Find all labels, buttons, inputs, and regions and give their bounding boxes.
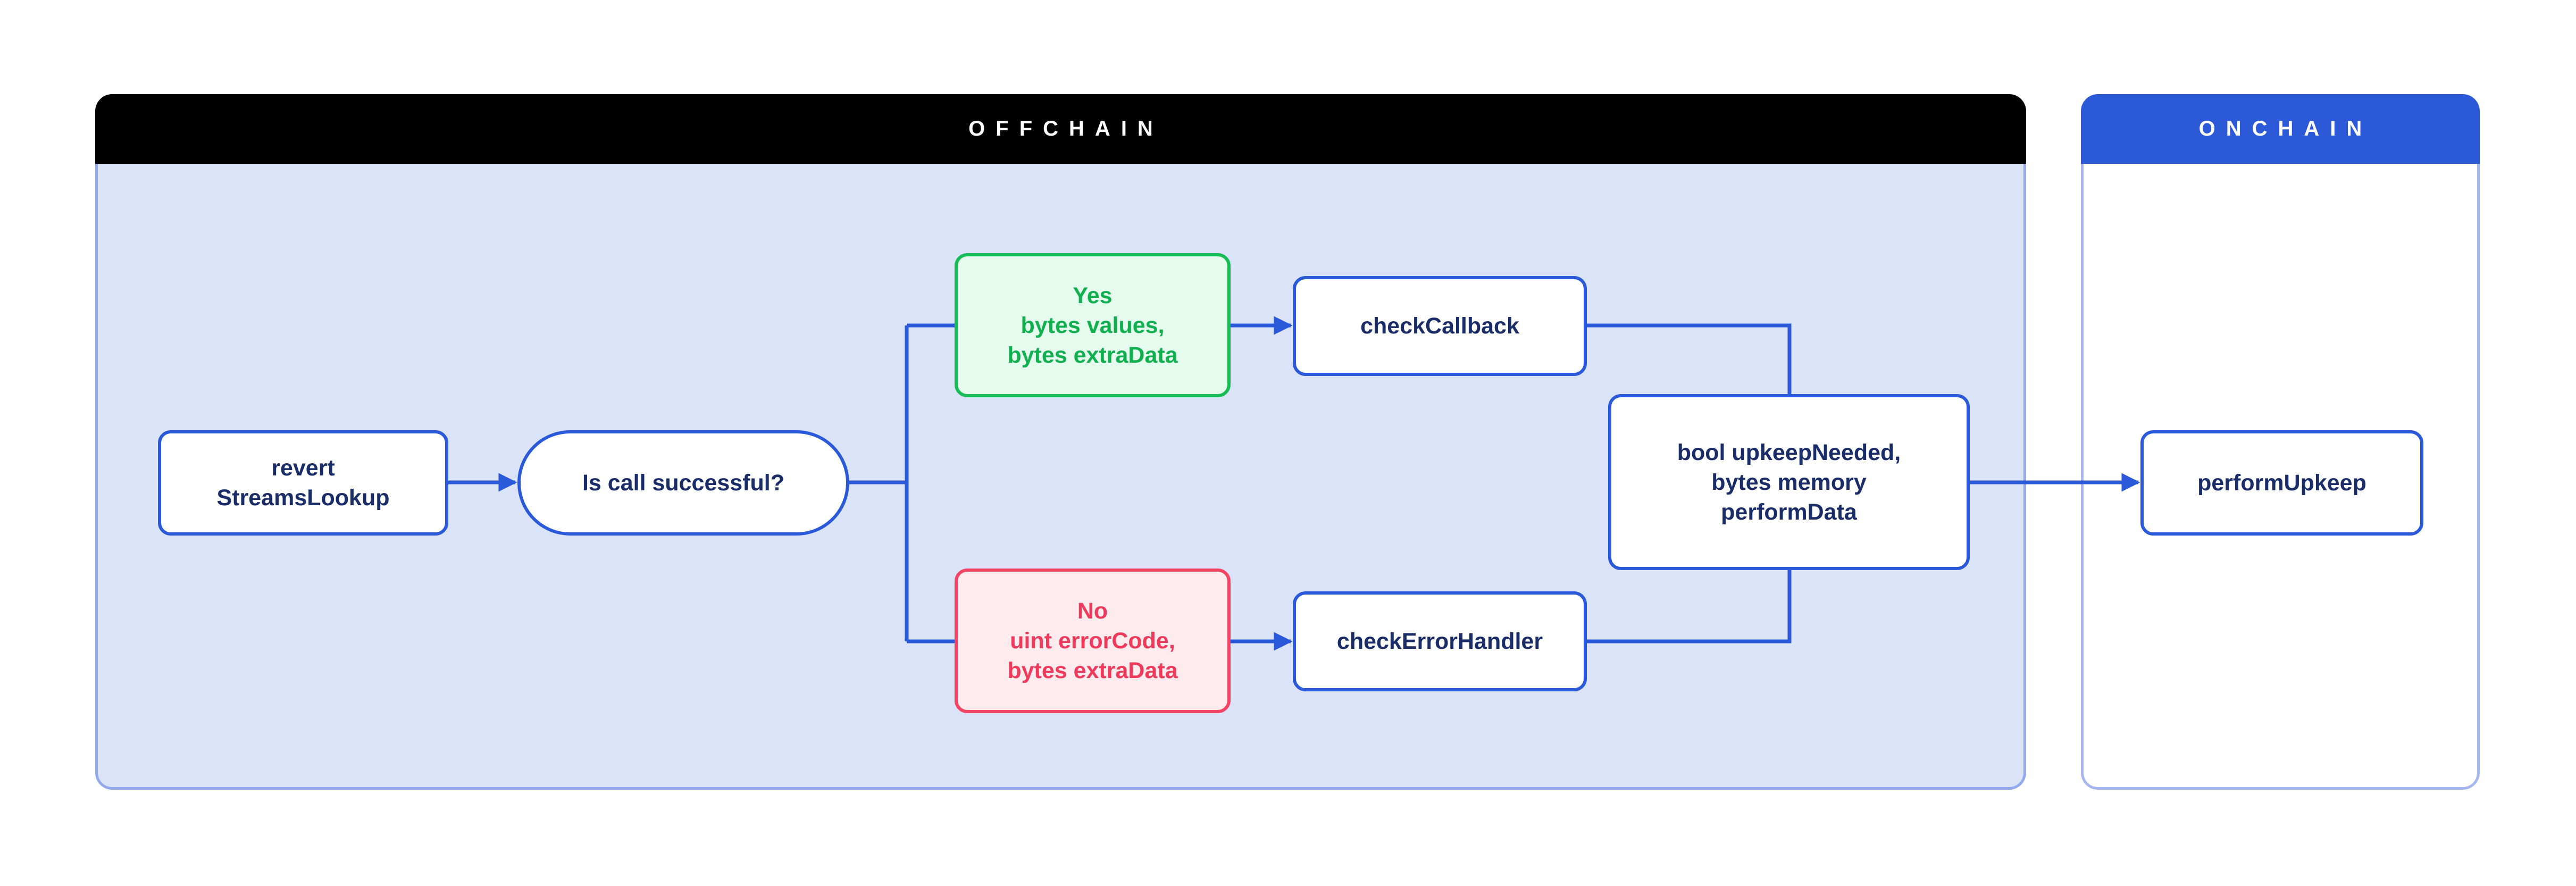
offchain-title: OFFCHAIN xyxy=(968,117,1164,140)
onchain-section-header: ONCHAIN xyxy=(2081,94,2480,164)
node-label-line: Yes xyxy=(1073,282,1113,308)
node-yes-branch: Yes bytes values, bytes extraData xyxy=(955,253,1231,397)
node-label-line: No xyxy=(1077,598,1108,624)
node-label-line: performUpkeep xyxy=(2197,470,2366,496)
node-label-line: bytes extraData xyxy=(1007,342,1178,368)
offchain-section-header: OFFCHAIN xyxy=(95,94,2026,164)
node-label-line: uint errorCode, xyxy=(1010,628,1175,654)
node-revert-streamslookup: revert StreamsLookup xyxy=(158,430,448,536)
node-label-line: Is call successful? xyxy=(582,470,785,496)
node-label-line: bytes values, xyxy=(1021,312,1165,338)
node-no-branch: No uint errorCode, bytes extraData xyxy=(955,569,1231,713)
node-label-line: StreamsLookup xyxy=(216,485,390,511)
node-check-callback: checkCallback xyxy=(1293,276,1587,376)
node-perform-upkeep: performUpkeep xyxy=(2140,430,2423,536)
node-label-line: checkCallback xyxy=(1360,313,1519,339)
node-label-line: revert xyxy=(271,455,335,481)
node-label-line: checkErrorHandler xyxy=(1336,629,1543,654)
connector-checkerrorhandler-to-result xyxy=(1587,570,1792,643)
node-label-line: bytes memory xyxy=(1711,469,1867,495)
node-label-line: bool upkeepNeeded, xyxy=(1677,439,1901,465)
node-is-call-successful: Is call successful? xyxy=(517,430,849,536)
node-check-error-handler: checkErrorHandler xyxy=(1293,591,1587,691)
node-label-line: performData xyxy=(1721,499,1857,525)
node-label-line: bytes extraData xyxy=(1007,658,1178,683)
node-upkeep-result: bool upkeepNeeded, bytes memory performD… xyxy=(1608,394,1970,570)
onchain-title: ONCHAIN xyxy=(2198,117,2373,140)
connector-checkcallback-to-result xyxy=(1587,323,1792,394)
